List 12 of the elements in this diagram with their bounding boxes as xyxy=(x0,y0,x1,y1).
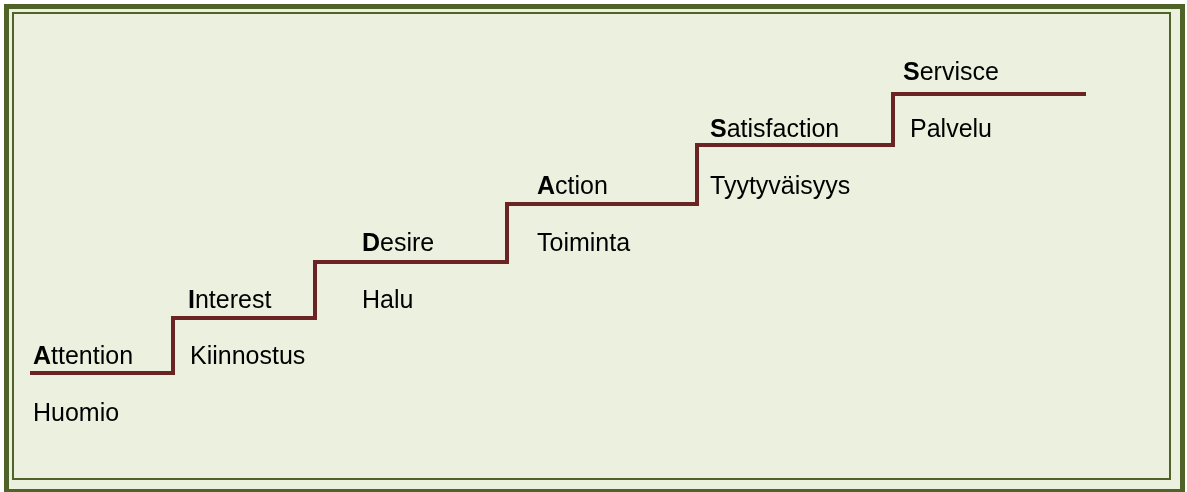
stage-label: Satisfaction xyxy=(710,116,840,141)
translation-label: Halu xyxy=(362,287,414,312)
translation-label: Huomio xyxy=(33,400,120,425)
translation-label: Toiminta xyxy=(537,230,631,255)
stage-label: Interest xyxy=(188,287,272,312)
stage-label: Attention xyxy=(33,343,134,368)
translation-label: Palvelu xyxy=(910,116,992,141)
stage-label: Action xyxy=(537,173,608,198)
translation-label: Kiinnostus xyxy=(190,343,306,368)
stage-label: Desire xyxy=(362,230,435,255)
translation-label: Tyytyväisyys xyxy=(710,173,851,198)
stage-label: Servisce xyxy=(903,59,999,84)
